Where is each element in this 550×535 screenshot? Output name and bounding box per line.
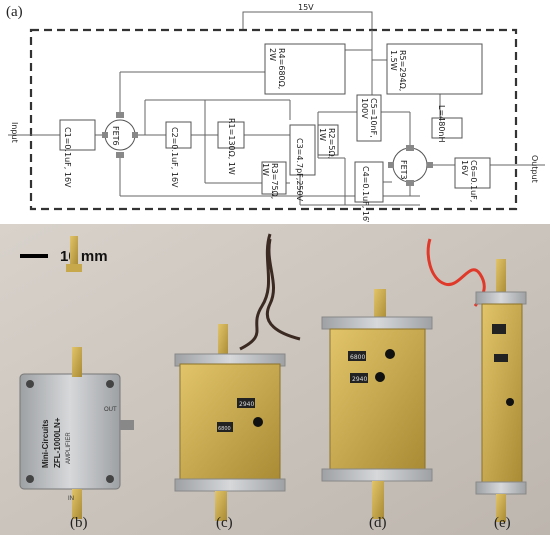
r3-label-1: R3=75Ω, [270, 163, 279, 199]
r5-box [386, 43, 483, 95]
r1-box [217, 121, 245, 149]
output-label: Output [530, 155, 539, 183]
r5-label-2: 1.5W [389, 50, 398, 71]
device-d-prototype: 6800 2940 [321, 289, 433, 519]
scale-bar-label: 10 mm [60, 248, 108, 265]
r3-label-2: 1W [261, 163, 270, 176]
fet6-label: FET6 [111, 126, 120, 146]
fet3-symbol [392, 147, 428, 183]
device-e-prototype [426, 238, 527, 522]
panel-label-b: (b) [70, 515, 88, 531]
c2-box [165, 121, 192, 149]
c6-label-1: C6=0.1uF, [469, 160, 478, 202]
device-b-model: ZFL-1000LN+ [53, 417, 62, 468]
supply-label: 15V [298, 3, 314, 12]
r5-label-1: R5=294Ω, [398, 50, 407, 91]
inductor-label: L=480nH [437, 105, 446, 143]
device-d-chip-1: 6800 [350, 354, 365, 361]
device-d-chip-2: 2940 [352, 376, 367, 383]
input-label: Input [10, 122, 19, 143]
panel-label-a: (a) [6, 4, 23, 20]
c1-box [59, 119, 96, 151]
c1-label: C1=0.1uF, 16V [63, 127, 72, 188]
r2-box [317, 124, 339, 156]
device-b-in: IN [68, 496, 74, 502]
enclosure-box [29, 28, 518, 211]
r2-label-1: R2=5Ω, [327, 128, 336, 159]
c3-label: C3=4.7pF,250V [295, 138, 304, 202]
panel-label-c: (c) [216, 515, 233, 531]
r1-label: R1=130Ω, 1W [227, 118, 236, 175]
schematic-diagram: (a) 15V [6, 3, 545, 222]
panel-label-d: (d) [369, 515, 387, 531]
c5-label-2: 100V [360, 98, 369, 119]
r4-box [264, 43, 346, 95]
l-box [431, 117, 463, 139]
scale-bar [20, 254, 48, 258]
device-b-sub: AMPLIFIER [66, 432, 72, 464]
device-b-minicircuits: Mini-Circuits ZFL-1000LN+ AMPLIFIER IN O… [19, 236, 134, 519]
device-c-prototype: 2940 6800 [174, 233, 301, 521]
c2-label: C2=0.1uF, 16V [170, 127, 179, 188]
c4-label: C4=0.1uF, 16V [361, 166, 370, 222]
r4-label-2: 2W [268, 48, 277, 61]
fet3-label: FET3 [399, 160, 408, 180]
c6-label-2: 16V [460, 160, 469, 176]
device-c-chip-1: 2940 [239, 401, 254, 408]
c5-label-1: C5=10nF, [369, 98, 378, 138]
c4-box [354, 161, 384, 203]
c6-box [454, 157, 491, 189]
device-b-brand: Mini-Circuits [41, 419, 50, 468]
c5-box [356, 94, 382, 142]
device-c-chip-2: 6800 [218, 426, 231, 432]
device-b-out: OUT [104, 407, 117, 413]
r3-box [261, 161, 287, 195]
panel-label-e: (e) [494, 515, 511, 531]
amplifier-photo: 10 mm Mini-Circuits ZFL-1000LN+ AMPLIFIE… [0, 224, 550, 535]
r4-label-1: R4=680Ω, [277, 48, 286, 89]
c3-box [289, 124, 316, 176]
r2-label-2: 1W [318, 128, 327, 141]
